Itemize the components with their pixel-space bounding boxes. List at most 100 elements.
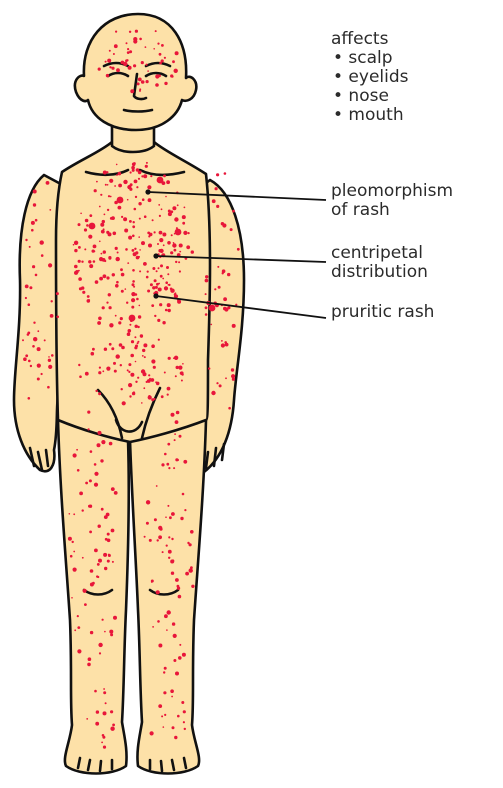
rash-spot (146, 381, 148, 383)
rash-spot (88, 428, 90, 430)
rash-spot (168, 284, 170, 286)
rash-spot (115, 284, 119, 288)
rash-spot (102, 370, 104, 372)
rash-spot (137, 82, 140, 85)
rash-spot (128, 383, 132, 387)
rash-spot (109, 343, 112, 346)
rash-spot (156, 382, 160, 386)
rash-spot (157, 43, 159, 45)
rash-spot (99, 277, 103, 281)
rash-spot (98, 317, 102, 321)
rash-spot (101, 230, 105, 234)
rash-spot (132, 280, 135, 283)
rash-spot (132, 225, 135, 228)
rash-spot (73, 453, 77, 457)
rash-spot (150, 283, 153, 286)
rash-spot (138, 202, 141, 205)
rash-spot (179, 270, 181, 272)
rash-spot (129, 220, 132, 223)
rash-spot (37, 330, 39, 332)
rash-spot (184, 728, 186, 730)
rash-spot (174, 249, 177, 252)
rash-spot (82, 509, 84, 511)
rash-spot (163, 691, 166, 694)
rash-spot (102, 306, 105, 309)
rash-spot (170, 289, 174, 293)
rash-spot (99, 206, 101, 208)
rash-spot (101, 253, 103, 255)
rash-spot (190, 530, 194, 534)
rash-spot (175, 420, 179, 424)
rash-spot (172, 60, 175, 63)
rash-spot (166, 545, 168, 547)
rash-spot (109, 306, 112, 309)
rash-spot (141, 80, 145, 84)
rash-spot (225, 343, 229, 347)
rash-spot (109, 442, 113, 446)
rash-spot (158, 204, 160, 206)
rash-spot (230, 228, 233, 231)
affects-item-scalp: • scalp (333, 49, 409, 68)
rash-spot (135, 196, 137, 198)
rash-spot (104, 260, 106, 262)
rash-spot (127, 262, 129, 264)
rash-spot (25, 239, 27, 241)
rash-spot (49, 209, 51, 211)
rash-spot (120, 317, 123, 320)
rash-spot (137, 377, 139, 379)
rash-spot (98, 68, 101, 71)
rash-spot (84, 228, 87, 231)
rash-spot (89, 531, 92, 534)
rash-spot (120, 268, 123, 271)
rash-spot (148, 198, 152, 202)
rash-spot (191, 585, 194, 588)
rash-spot (106, 74, 109, 77)
rash-spot (153, 48, 155, 50)
rash-spot (141, 175, 143, 177)
rash-spot (174, 736, 177, 739)
rash-spot (74, 265, 78, 269)
rash-spot (221, 222, 224, 225)
rash-spot (237, 248, 240, 251)
rash-spot (228, 407, 231, 410)
rash-spot (50, 314, 54, 318)
rash-spot (165, 309, 168, 312)
rash-spot (92, 348, 95, 351)
rash-spot (94, 472, 98, 476)
rash-spot (131, 298, 135, 302)
rash-spot (153, 366, 156, 369)
rash-spot (214, 288, 216, 290)
rash-spot (163, 244, 165, 246)
label-pleomorphism: pleomorphism of rash (331, 182, 453, 220)
rash-spot (37, 378, 40, 381)
rash-spot (141, 336, 143, 338)
rash-spot (102, 619, 104, 621)
rash-spot (111, 529, 115, 533)
rash-spot (121, 61, 125, 65)
rash-spot (174, 356, 178, 360)
rash-spot (175, 375, 177, 377)
label-pruritic: pruritic rash (331, 303, 434, 322)
rash-spot (128, 363, 131, 366)
rash-spot (132, 283, 135, 286)
rash-spot (81, 261, 83, 263)
rash-spot (149, 233, 153, 237)
rash-spot (159, 238, 163, 242)
rash-spot (71, 597, 73, 599)
rash-spot (96, 575, 98, 577)
rash-spot (139, 270, 141, 272)
rash-spot (185, 572, 189, 576)
rash-spot (121, 388, 123, 390)
rash-spot (139, 90, 141, 92)
rash-spot (179, 435, 182, 438)
rash-spot (166, 266, 169, 269)
rash-spot (181, 701, 184, 704)
rash-spot (130, 373, 134, 377)
rash-spot (94, 463, 97, 466)
rash-spot (141, 402, 143, 404)
rash-spot (99, 652, 101, 654)
rash-spot (126, 42, 128, 44)
rash-spot (95, 280, 99, 284)
rash-spot (87, 295, 90, 298)
